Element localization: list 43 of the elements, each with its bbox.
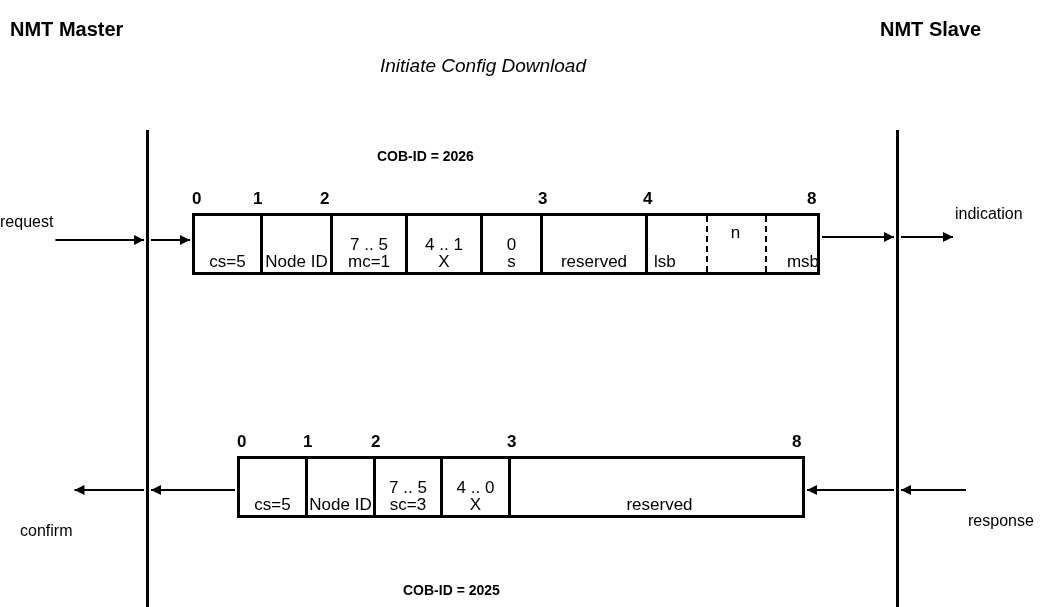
arrow [150, 235, 191, 245]
message-frame [237, 456, 805, 518]
lifeline [146, 130, 149, 607]
byte-number: 1 [253, 189, 263, 209]
arrow [900, 232, 954, 242]
cob-id-label: COB-ID = 2025 [403, 582, 500, 598]
lifeline-heading: NMT Slave [880, 18, 982, 41]
message-label: confirm [20, 522, 73, 540]
frame-field: Node ID [308, 459, 376, 515]
arrow [806, 485, 895, 495]
arrow [150, 485, 236, 495]
frame-field: 4 .. 1 X [408, 216, 483, 272]
byte-number: 3 [507, 432, 517, 452]
frame-field: Node ID [263, 216, 333, 272]
lifeline [896, 130, 899, 607]
byte-number: 8 [792, 432, 802, 452]
message-frame [192, 213, 820, 275]
message-label: response [968, 512, 1034, 530]
arrow [900, 485, 967, 495]
frame-field: cs=5 [240, 459, 308, 515]
diagram-title: Initiate Config Download [379, 55, 588, 77]
frame-field: 0 s [483, 216, 543, 272]
frame-field: reserved [511, 459, 808, 515]
frame-field: reserved [543, 216, 648, 272]
arrow [73, 485, 145, 495]
lifeline-heading: NMT Master [10, 18, 124, 41]
arrow [54, 235, 145, 245]
byte-number: 1 [303, 432, 313, 452]
byte-number: 0 [237, 432, 247, 452]
message-label: request [0, 213, 54, 231]
frame-field: 7 .. 5 mc=1 [333, 216, 408, 272]
byte-number: 2 [371, 432, 381, 452]
byte-number: 3 [538, 189, 548, 209]
frame-field: cs=5 [195, 216, 263, 272]
byte-number: 8 [807, 189, 817, 209]
cob-id-label: COB-ID = 2026 [377, 148, 474, 164]
arrow [821, 232, 895, 242]
byte-number: 2 [320, 189, 330, 209]
frame-field: 4 .. 0 X [443, 459, 511, 515]
message-label: indication [955, 205, 1023, 223]
frame-field: 7 .. 5 sc=3 [376, 459, 443, 515]
byte-number: 0 [192, 189, 202, 209]
byte-number: 4 [643, 189, 653, 209]
